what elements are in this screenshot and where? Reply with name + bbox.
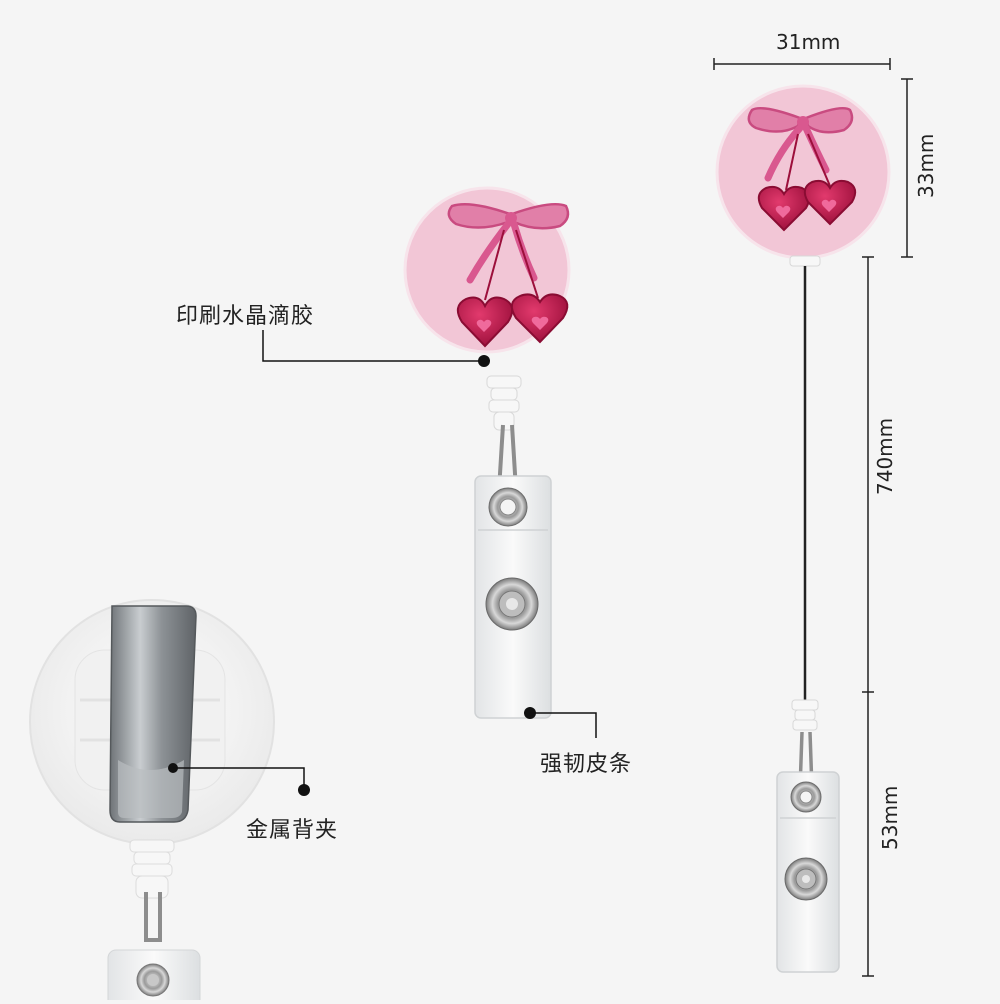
label-leather-strap: 强韧皮条 [540, 752, 633, 777]
dimension-view-reel [715, 84, 891, 973]
dimension-height: 33mm [914, 133, 938, 198]
dimension-cord-length: 740mm [873, 417, 897, 495]
callout-strap-lines [524, 707, 597, 738]
back-view-reel [29, 599, 275, 1004]
callout-metal-clip-lines [168, 763, 310, 796]
dimension-lines [713, 58, 913, 977]
cherry-heart-icon [757, 133, 857, 232]
label-metal-clip: 金属背夹 [246, 818, 339, 843]
front-view-badge-reel [403, 186, 571, 719]
cherry-heart-icon [456, 229, 569, 348]
snap-button-icon [485, 577, 539, 631]
callout-resin-lines [262, 330, 490, 367]
dimension-strap-length: 53mm [878, 785, 902, 850]
bow-icon [747, 107, 854, 182]
dimension-width: 31mm [776, 30, 841, 54]
label-printed-resin: 印刷水晶滴胶 [176, 304, 315, 329]
metal-clip-icon [109, 605, 197, 823]
